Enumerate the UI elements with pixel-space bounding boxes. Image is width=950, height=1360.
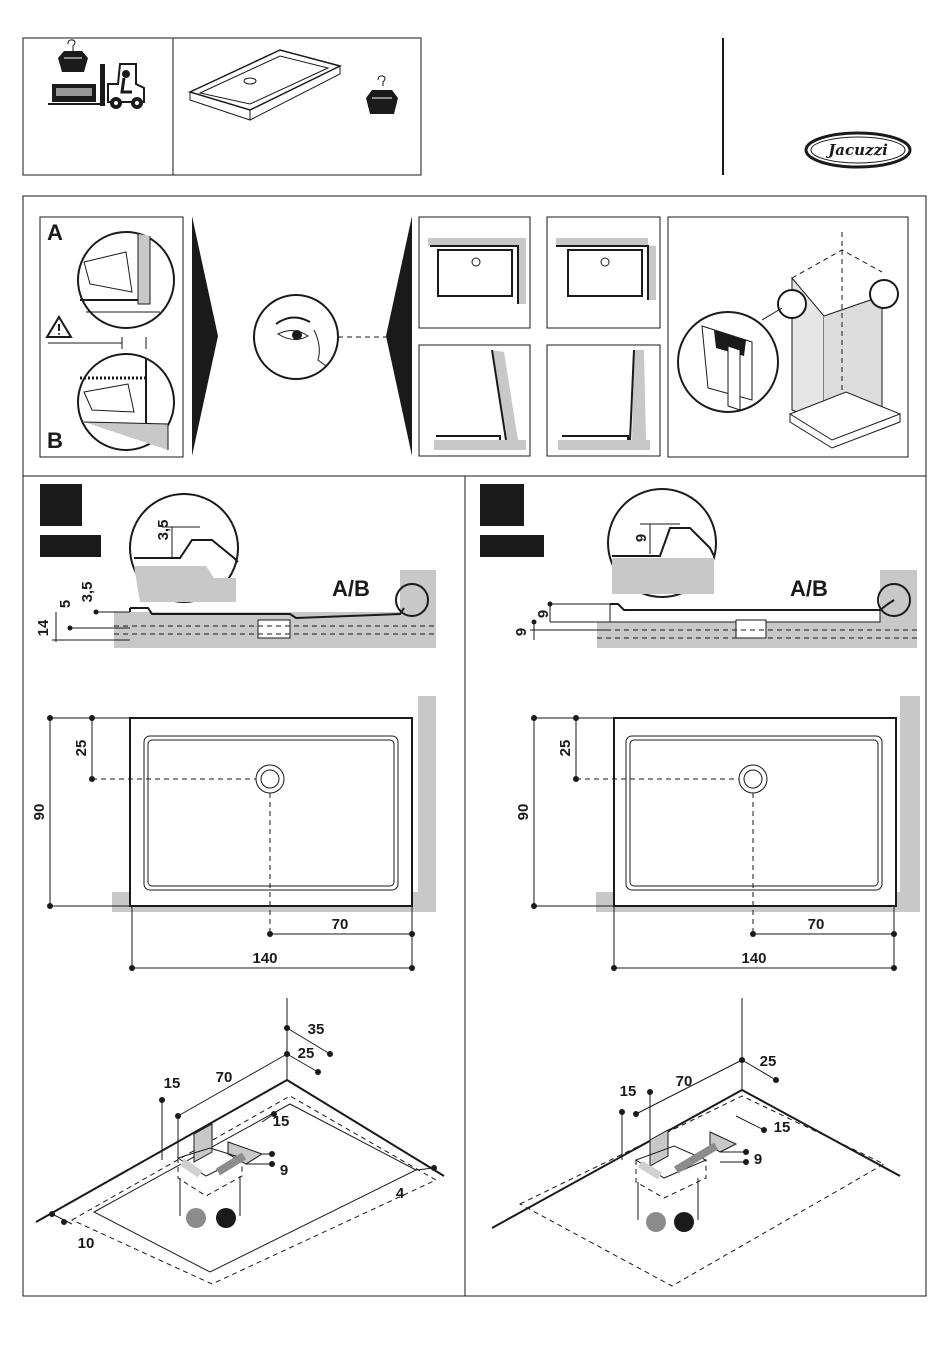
section-tab-bar <box>40 535 101 557</box>
dim-profile-d1: 9 <box>633 534 650 542</box>
dim-profile-d3: 9 <box>513 628 530 636</box>
label-b: B <box>47 428 63 453</box>
section-tab-box <box>480 484 524 526</box>
gray-dot-icon <box>186 1208 206 1228</box>
view-side-left <box>419 345 530 456</box>
dim-plan-height: 90 <box>31 804 48 821</box>
left-column: A/B 3,5 14 5 3,5 90 25 <box>31 484 444 1284</box>
black-dot-icon <box>674 1212 694 1232</box>
weight-hook-icon <box>366 76 398 114</box>
view-side-right <box>547 345 660 456</box>
dim-iso-70: 70 <box>216 1069 233 1086</box>
profile-zoom-circle <box>608 489 716 597</box>
arrow-left-shape <box>386 216 412 456</box>
view-top-left <box>419 217 530 328</box>
dim-plan-half: 70 <box>808 916 825 933</box>
dim-profile-d3: 3,5 <box>79 582 96 603</box>
warning-triangle-icon <box>47 317 71 337</box>
dim-profile-d1: 3,5 <box>155 520 172 541</box>
dim-plan-drain: 25 <box>73 740 90 757</box>
dim-iso-10: 10 <box>78 1235 95 1252</box>
dim-profile-d2: 9 <box>535 610 552 618</box>
black-dot-icon <box>216 1208 236 1228</box>
dim-iso-9: 9 <box>754 1151 762 1168</box>
arrow-right-shape <box>192 216 218 456</box>
dim-iso-25: 25 <box>298 1045 315 1062</box>
detail-circle-b <box>78 354 174 450</box>
detail-circle-a <box>78 232 174 328</box>
view-top-right <box>547 217 660 328</box>
dim-iso-15a: 15 <box>620 1083 637 1100</box>
dim-iso-70: 70 <box>676 1073 693 1090</box>
enclosure-view <box>668 217 908 457</box>
weight-hook-icon <box>58 40 88 72</box>
dim-plan-width: 140 <box>741 950 766 967</box>
ab-label: A/B <box>790 576 828 601</box>
dim-plan-drain: 25 <box>557 740 574 757</box>
dim-iso-4: 4 <box>396 1185 405 1202</box>
dim-iso-35: 35 <box>308 1021 325 1038</box>
gray-dot-icon <box>646 1212 666 1232</box>
dim-plan-height: 90 <box>515 804 532 821</box>
jacuzzi-logo: Jacuzzi <box>806 133 910 167</box>
right-column: A/B 9 9 9 90 25 <box>480 484 920 1286</box>
profile-zoom-circle <box>130 494 238 602</box>
iso-view-left: 35 25 70 15 15 9 4 10 <box>36 998 444 1284</box>
dim-iso-15a: 15 <box>164 1075 181 1092</box>
dim-iso-15b: 15 <box>774 1119 791 1136</box>
logo-text: Jacuzzi <box>825 141 888 159</box>
label-a: A <box>47 220 63 245</box>
dim-iso-25: 25 <box>760 1053 777 1070</box>
dim-iso-9: 9 <box>280 1162 288 1179</box>
iso-view-right: 25 70 15 15 9 <box>492 998 900 1286</box>
shower-tray-icon <box>190 50 340 120</box>
dim-plan-width: 140 <box>252 950 277 967</box>
section-tab-box <box>40 484 82 526</box>
dim-profile-d2: 5 <box>57 600 74 608</box>
dim-plan-half: 70 <box>332 916 349 933</box>
dim-profile-d4: 14 <box>35 619 52 636</box>
header: Jacuzzi <box>23 38 910 175</box>
section-tab-bar <box>480 535 544 557</box>
dim-iso-15b: 15 <box>273 1113 290 1130</box>
ab-label: A/B <box>332 576 370 601</box>
eye-icon <box>254 295 338 379</box>
